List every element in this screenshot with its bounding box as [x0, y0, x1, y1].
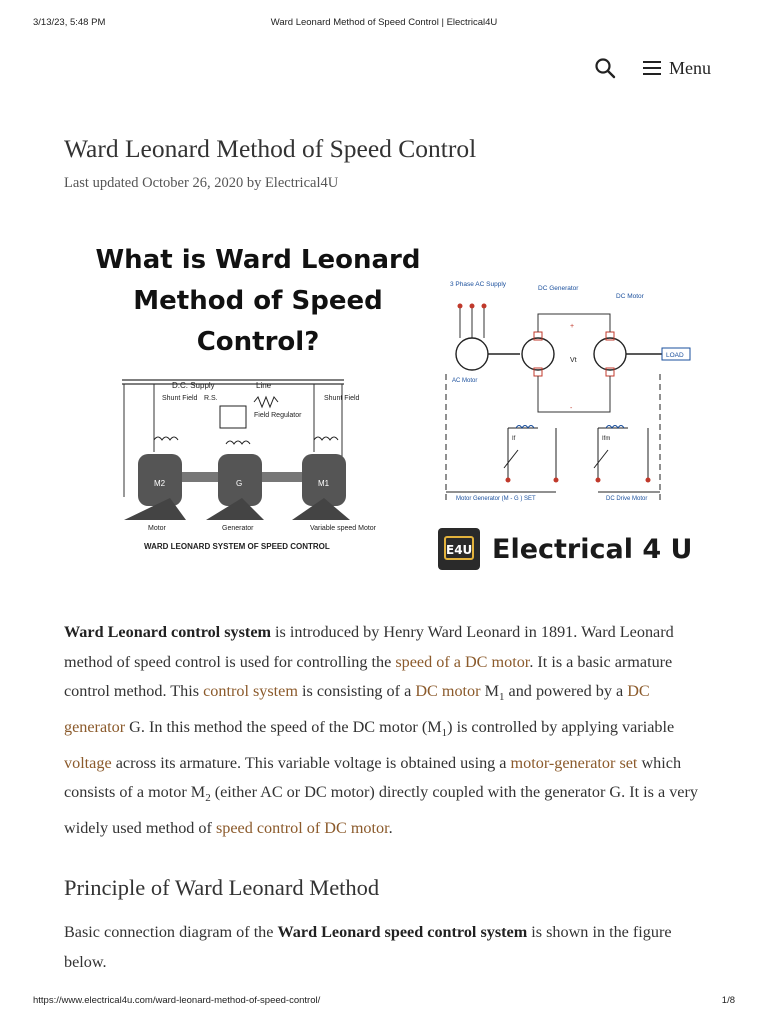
text-span: ) is controlled by applying variable [447, 718, 675, 737]
brand-logo-text: E4U [444, 536, 474, 560]
menu-button[interactable]: Menu [643, 56, 711, 80]
label-shunt-field-left: Shunt Field [162, 395, 198, 402]
link-dc-motor[interactable]: DC motor [415, 682, 481, 701]
principle-paragraph: Basic connection diagram of the Ward Leo… [64, 917, 704, 977]
print-footer: https://www.electrical4u.com/ward-leonar… [0, 995, 768, 1009]
label-generator: Generator [222, 525, 254, 532]
section-heading-principle: Principle of Ward Leonard Method [64, 875, 380, 900]
subscript: 1 [441, 727, 448, 740]
bold-ward-leonard-speed-control-system: Ward Leonard speed control system [277, 923, 528, 941]
label-minus: - [570, 405, 573, 412]
label-3-phase-supply: 3 Phase AC Supply [450, 281, 507, 288]
label-g: G [236, 479, 242, 488]
hamburger-icon [643, 61, 661, 75]
ward-leonard-left-diagram: D.C. Supply Line Shunt Field Shunt Field… [122, 379, 377, 551]
subscript: 1 [498, 691, 505, 704]
label-m2: M2 [154, 479, 166, 488]
label-ifg: If [512, 436, 516, 442]
left-diagram-caption: WARD LEONARD SYSTEM OF SPEED CONTROL [144, 542, 330, 551]
print-page-number: 1/8 [721, 995, 735, 1006]
text-span: and powered by a [504, 682, 628, 701]
text-span: . [388, 819, 393, 838]
label-shunt-field-right: Shunt Field [324, 395, 360, 402]
text-span: Basic connection diagram of the [64, 923, 278, 941]
site-topbar: Menu [0, 54, 768, 84]
text-span: (either AC or DC motor) directly coupled… [64, 783, 698, 838]
label-ifm: Ifm [602, 436, 610, 442]
link-speed-control-of-dc-motor[interactable]: speed control of DC motor [215, 819, 389, 838]
text-span: M [480, 682, 499, 701]
featured-image: What is Ward Leonard Method of Speed Con… [84, 236, 714, 576]
label-line: Line [256, 381, 272, 390]
link-control-system[interactable]: control system [203, 682, 298, 701]
label-dc-motor: DC Motor [616, 293, 645, 300]
label-m1: M1 [318, 479, 330, 488]
featured-image-heading: What is Ward Leonard Method of Speed Con… [84, 240, 432, 363]
text-span: is introduced by Henry Ward Leonard in 1… [64, 623, 674, 671]
article-title: Ward Leonard Method of Speed Control [64, 134, 477, 163]
text-span: across its armature. This variable volta… [111, 753, 511, 772]
text-span: is shown in the figure below. [64, 923, 672, 971]
motor-m2-body [138, 454, 182, 506]
subscript: 2 [205, 792, 211, 805]
label-dc-generator: DC Generator [538, 285, 579, 292]
print-datetime: 3/13/23, 5:48 PM [33, 17, 106, 28]
label-ac-motor: AC Motor [452, 378, 477, 384]
heading-line-1: What is Ward Leonard [95, 245, 421, 275]
generator-g-body [218, 454, 262, 506]
ward-leonard-right-diagram: 3 Phase AC Supply DC Generator DC Motor … [445, 281, 691, 503]
label-variable-speed-motor: Variable speed Motor [310, 525, 377, 532]
label-motor: Motor [148, 525, 167, 532]
print-url: https://www.electrical4u.com/ward-leonar… [33, 995, 321, 1006]
motor-m1-body [302, 454, 346, 506]
text-span: is consisting of a [297, 682, 416, 701]
link-speed-of-dc-motor[interactable]: speed of a DC motor [395, 652, 530, 671]
heading-line-3: Control? [196, 327, 320, 357]
heading-line-2: Method of Speed [133, 286, 383, 316]
label-rs: R.S. [204, 395, 218, 402]
text-span: . It is a basic armature control method.… [64, 652, 673, 701]
bold-ward-leonard-control-system: Ward Leonard control system [64, 623, 271, 641]
label-load: LOAD [666, 352, 684, 359]
print-page-title: Ward Leonard Method of Speed Control | E… [270, 17, 498, 28]
e4u-chip-icon: E4U [438, 528, 480, 570]
label-field-regulator: Field Regulator [254, 412, 302, 419]
intro-paragraph: Ward Leonard control system is introduce… [64, 618, 704, 844]
search-icon [595, 58, 616, 79]
label-dc-drive-motor: DC Drive Motor [606, 496, 647, 502]
print-header: 3/13/23, 5:48 PM Ward Leonard Method of … [0, 17, 768, 31]
link-voltage[interactable]: voltage [64, 753, 112, 772]
brand-logo: E4U Electrical 4 U [438, 528, 692, 570]
label-plus: + [570, 323, 574, 330]
text-span: which consists of a motor M [64, 753, 682, 802]
text-span: G. In this method the speed of the DC mo… [125, 718, 442, 737]
link-dc-generator[interactable]: DC generator [64, 682, 650, 737]
label-vt: Vt [570, 357, 577, 364]
search-button[interactable] [593, 56, 617, 80]
menu-label: Menu [669, 57, 711, 78]
article-meta: Last updated October 26, 2020 by Electri… [64, 175, 339, 191]
label-mg-set: Motor Generator (M - G ) SET [456, 496, 536, 502]
label-dc-supply: D.C. Supply [172, 381, 215, 390]
brand-name: Electrical 4 U [492, 533, 693, 565]
link-motor-generator-set[interactable]: motor-generator set [510, 753, 638, 772]
